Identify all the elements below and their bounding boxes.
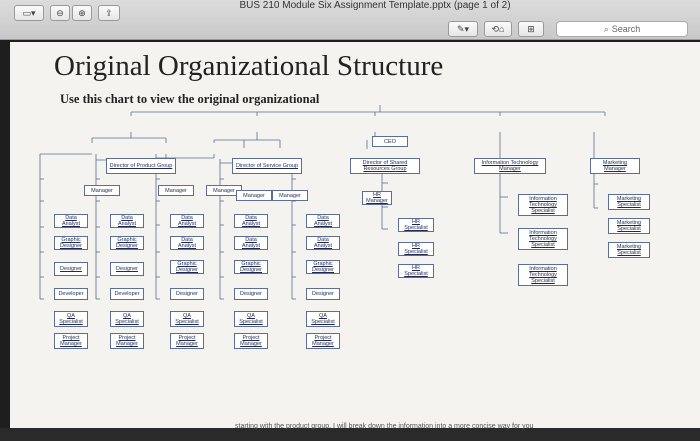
org-node-qa-specialist: QA Specialist bbox=[234, 311, 268, 327]
zoom-in-icon: ⊕ bbox=[78, 7, 86, 18]
org-node-project-manager: Project Manager bbox=[170, 333, 204, 349]
org-node-data-analyst: Data Analyst bbox=[306, 214, 340, 228]
org-node-hr-specialist: HR Specialist bbox=[398, 218, 434, 232]
slide-page: Original Organizational Structure Use th… bbox=[10, 42, 700, 430]
org-node-designer: Designer bbox=[306, 288, 340, 300]
org-node-hr-specialist: HR Specialist bbox=[398, 264, 434, 278]
org-node-data-analyst: Data Analyst bbox=[234, 236, 268, 250]
org-node-designer: Designer bbox=[170, 288, 204, 300]
rotate-icon: ⟲⌂ bbox=[491, 23, 505, 34]
org-node-manager: Manager bbox=[84, 185, 120, 196]
org-node-marketing-specialist: Marketing Specialist bbox=[608, 242, 650, 258]
org-node-data-analyst: Data Analyst bbox=[306, 236, 340, 250]
org-node-hr-specialist: HR Specialist bbox=[398, 242, 434, 256]
toolbox-icon: ⊞ bbox=[527, 23, 535, 34]
org-node-graphic-designer: Graphic Designer bbox=[306, 260, 340, 274]
sidebar-icon: ▭▾ bbox=[22, 7, 36, 18]
share-button[interactable]: ⇪ bbox=[98, 5, 120, 21]
zoom-in-button[interactable]: ⊕ bbox=[72, 5, 92, 21]
org-node-data-analyst: Data Analyst bbox=[54, 214, 88, 228]
org-node-director-shared: Director of Shared Resources Group bbox=[350, 158, 420, 174]
org-node-manager: Manager bbox=[236, 190, 272, 201]
org-node-marketing-specialist: Marketing Specialist bbox=[608, 194, 650, 210]
org-node-designer: Designer bbox=[234, 288, 268, 300]
zoom-out-button[interactable]: ⊖ bbox=[50, 5, 70, 21]
org-node-ceo: CEO bbox=[372, 136, 408, 147]
search-field[interactable]: ⌕ Search bbox=[556, 21, 688, 37]
org-node-designer: Designer bbox=[54, 262, 88, 276]
slide-footer-partial: starting with the product group. I will … bbox=[235, 423, 534, 430]
org-node-graphic-designer: Graphic Designer bbox=[170, 260, 204, 274]
org-node-data-analyst: Data Analyst bbox=[170, 214, 204, 228]
org-node-data-analyst: Data Analyst bbox=[170, 236, 204, 250]
rotate-button[interactable]: ⟲⌂ bbox=[484, 21, 512, 37]
org-node-designer: Designer bbox=[110, 262, 144, 276]
org-node-developer: Developer bbox=[54, 288, 88, 300]
org-node-developer: Developer bbox=[110, 288, 144, 300]
search-placeholder: Search bbox=[611, 24, 641, 34]
org-node-qa-specialist: QA Specialist bbox=[306, 311, 340, 327]
org-node-director-product: Director of Product Group bbox=[106, 158, 176, 174]
org-node-graphic-designer: Graphic Designer bbox=[54, 236, 88, 250]
slide-subtitle: Use this chart to view the original orga… bbox=[60, 92, 320, 106]
share-icon: ⇪ bbox=[105, 7, 113, 18]
screen-bottom-edge bbox=[0, 428, 700, 441]
org-node-marketing-specialist: Marketing Specialist bbox=[608, 218, 650, 234]
toolbox-button[interactable]: ⊞ bbox=[518, 21, 544, 37]
zoom-out-icon: ⊖ bbox=[56, 7, 64, 18]
org-node-data-analyst: Data Analyst bbox=[234, 214, 268, 228]
org-node-it-specialist: Information Technology Specialist bbox=[518, 228, 568, 250]
org-node-manager: Manager bbox=[272, 190, 308, 201]
pen-icon: ✎▾ bbox=[456, 23, 470, 34]
window-title: BUS 210 Module Six Assignment Template.p… bbox=[239, 0, 511, 11]
org-node-project-manager: Project Manager bbox=[54, 333, 88, 349]
window-toolbar: BUS 210 Module Six Assignment Template.p… bbox=[0, 0, 700, 40]
slide-title: Original Organizational Structure bbox=[54, 50, 444, 82]
org-node-qa-specialist: QA Specialist bbox=[170, 311, 204, 327]
org-node-data-analyst: Data Analyst bbox=[110, 214, 144, 228]
sidebar-toggle-button[interactable]: ▭▾ bbox=[14, 5, 44, 21]
org-node-it-specialist: Information Technology Specialist bbox=[518, 264, 568, 286]
markup-button[interactable]: ✎▾ bbox=[448, 21, 478, 37]
org-node-director-service: Director of Service Group bbox=[232, 158, 302, 174]
search-icon: ⌕ bbox=[603, 23, 609, 34]
org-node-it-specialist: Information Technology Specialist bbox=[518, 194, 568, 216]
org-node-project-manager: Project Manager bbox=[306, 333, 340, 349]
org-node-marketing-manager: Marketing Manager bbox=[590, 158, 640, 174]
org-node-it-manager: Information Technology Manager bbox=[474, 158, 546, 174]
org-node-qa-specialist: QA Specialist bbox=[54, 311, 88, 327]
org-node-qa-specialist: QA Specialist bbox=[110, 311, 144, 327]
org-node-manager: Manager bbox=[158, 185, 194, 196]
org-node-project-manager: Project Manager bbox=[234, 333, 268, 349]
org-node-graphic-designer: Graphic Designer bbox=[234, 260, 268, 274]
org-node-hr-manager: HR Manager bbox=[362, 191, 392, 205]
org-node-graphic-designer: Graphic Designer bbox=[110, 236, 144, 250]
org-node-project-manager: Project Manager bbox=[110, 333, 144, 349]
